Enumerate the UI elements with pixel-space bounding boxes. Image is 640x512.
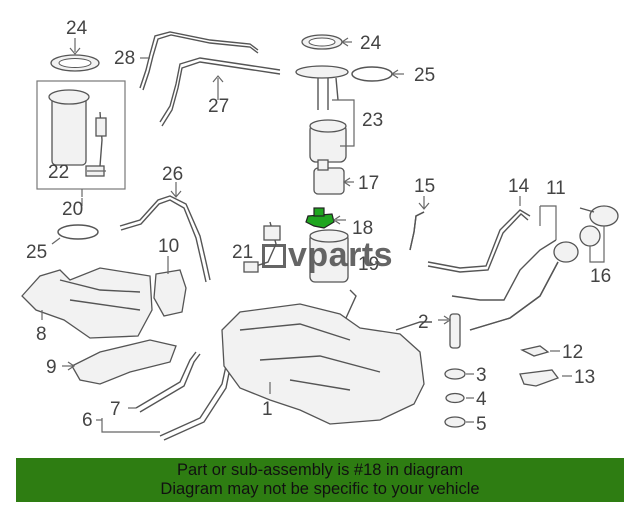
part-19-filter xyxy=(309,229,349,283)
callout-19: 19 xyxy=(358,254,379,275)
part-13-bracket xyxy=(519,369,572,387)
callout-11: 11 xyxy=(546,178,566,199)
callout-2: 2 xyxy=(418,312,429,333)
part-25-ring-top xyxy=(351,66,404,82)
part-24-gasket-top xyxy=(301,34,352,50)
callout-25-top: 25 xyxy=(414,65,435,86)
callout-15: 15 xyxy=(414,176,435,197)
part-24-gasket-left xyxy=(50,38,100,72)
part-17-pump-body xyxy=(313,159,354,195)
part-15-hose xyxy=(409,196,430,251)
callout-26: 26 xyxy=(162,164,183,185)
part-1-fuel-tank xyxy=(221,289,432,425)
callout-14: 14 xyxy=(508,176,530,197)
part-18-highlighted[interactable] xyxy=(305,207,346,229)
callout-18: 18 xyxy=(352,218,373,239)
notice-line-1: Part or sub-assembly is #18 in diagram xyxy=(176,461,464,479)
callout-4: 4 xyxy=(476,389,487,410)
part-16-fuel-cap xyxy=(579,205,619,263)
callout-20: 20 xyxy=(62,199,83,220)
notice-line-2: Diagram may not be specific to your vehi… xyxy=(160,480,480,498)
vparts-watermark: vparts xyxy=(262,236,393,275)
part-10-bracket xyxy=(153,256,187,317)
part-4-washer xyxy=(445,392,474,404)
part-22-sender-box xyxy=(36,80,126,190)
part-11-filler-neck xyxy=(451,205,579,331)
part-23-fuel-pump xyxy=(295,65,355,163)
callout-28: 28 xyxy=(114,48,135,69)
part-27-vent-line xyxy=(159,57,281,127)
notice-banner: Part or sub-assembly is #18 in diagram D… xyxy=(16,458,624,502)
part-14-pipe xyxy=(427,196,531,273)
callout-27: 27 xyxy=(208,96,229,117)
callout-10: 10 xyxy=(158,236,179,257)
callout-22: 22 xyxy=(48,162,69,183)
part-2-valve xyxy=(438,313,461,349)
callout-13: 13 xyxy=(574,367,595,388)
callout-16: 16 xyxy=(590,266,611,287)
part-9-heat-shield xyxy=(62,339,177,385)
vparts-logo-icon xyxy=(262,244,286,268)
callout-25-left: 25 xyxy=(26,242,47,263)
part-25-ring-left xyxy=(51,224,99,245)
part-12-clip xyxy=(520,345,560,357)
callout-12: 12 xyxy=(562,342,583,363)
callout-5: 5 xyxy=(476,414,487,435)
callout-23: 23 xyxy=(362,110,383,131)
part-21-sensor xyxy=(243,221,281,273)
part-3-grommet xyxy=(444,368,474,380)
part-5-grommet xyxy=(444,416,474,428)
callout-24-top: 24 xyxy=(360,33,382,54)
part-26-hose xyxy=(119,182,211,283)
callout-24-left: 24 xyxy=(66,18,88,39)
callout-21: 21 xyxy=(232,242,253,263)
callout-3: 3 xyxy=(476,365,487,386)
callout-6: 6 xyxy=(82,410,93,431)
callout-7: 7 xyxy=(110,399,121,420)
callout-17: 17 xyxy=(358,173,379,194)
watermark-text: vparts xyxy=(288,236,394,274)
callout-8: 8 xyxy=(36,324,47,345)
part-28-vent-line xyxy=(139,31,259,91)
callout-1: 1 xyxy=(262,399,273,420)
callout-9: 9 xyxy=(46,357,57,378)
part-8-shield xyxy=(21,267,153,339)
part-7-tank-straps xyxy=(101,351,231,441)
